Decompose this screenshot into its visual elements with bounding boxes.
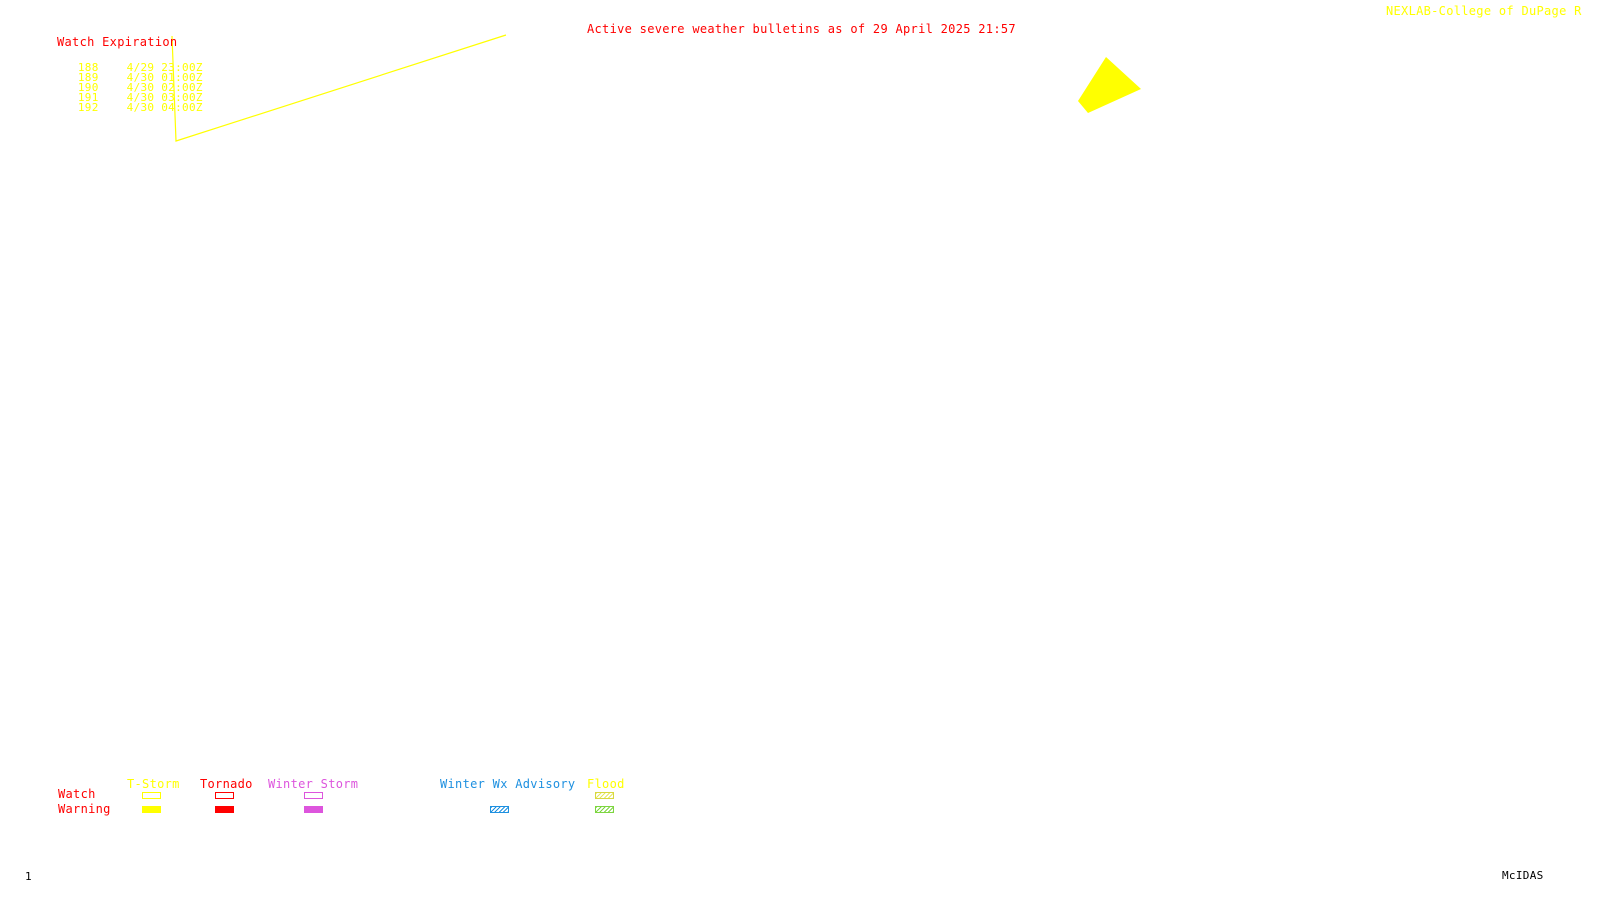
credit-text: NEXLAB-College of DuPage R <box>1386 5 1582 17</box>
tornado-watch-swatch <box>215 792 234 799</box>
watch-row: 189 4/30 01:00Z <box>64 63 203 83</box>
legend-category-winter-storm: Winter Storm <box>268 777 359 791</box>
watch-id: 190 <box>77 81 99 94</box>
watch-row: 188 4/29 23:00Z <box>64 53 203 73</box>
watch-id: 189 <box>77 71 99 84</box>
frame-number: 1 <box>25 870 32 883</box>
watch-id: 188 <box>77 61 99 74</box>
tstorm-warning-swatch <box>142 806 161 813</box>
registered-mark: R <box>1574 4 1582 18</box>
watch-expiration: 4/30 04:00Z <box>126 101 203 114</box>
watch-row: 191 4/30 03:00Z <box>64 83 203 103</box>
legend-category-tornado: Tornado <box>200 777 253 791</box>
legend-category-winter-wx-advisory: Winter Wx Advisory <box>440 777 576 791</box>
winter-storm-warning-swatch <box>304 806 323 813</box>
watch-id: 192 <box>77 101 99 114</box>
watch-expiration: 4/30 01:00Z <box>126 71 203 84</box>
watch-row: 190 4/30 02:00Z <box>64 73 203 93</box>
watch-expiration: 4/30 03:00Z <box>126 91 203 104</box>
tstorm-watch-swatch <box>142 792 161 799</box>
software-label: McIDAS <box>1502 869 1544 882</box>
warning-polygon <box>1078 57 1141 113</box>
winter-wx-advisory-swatch <box>490 806 509 813</box>
tornado-warning-swatch <box>215 806 234 813</box>
flood-warning-swatch <box>595 806 614 813</box>
credit-label: NEXLAB-College of DuPage <box>1386 4 1567 18</box>
watch-expiration: 4/30 02:00Z <box>126 81 203 94</box>
watch-table-heading: Watch Expiration <box>57 35 178 49</box>
watch-expiration: 4/29 23:00Z <box>126 61 203 74</box>
page-title: Active severe weather bulletins as of 29… <box>587 22 1016 36</box>
flood-watch-swatch <box>595 792 614 799</box>
watch-boundary-line <box>171 34 507 142</box>
legend-category-tstorm: T-Storm <box>127 777 180 791</box>
legend-row-watch: Watch <box>58 787 96 801</box>
winter-storm-watch-swatch <box>304 792 323 799</box>
legend-category-flood: Flood <box>587 777 625 791</box>
watch-id: 191 <box>77 91 99 104</box>
watch-row: 192 4/30 04:00Z <box>64 93 203 113</box>
legend-row-warning: Warning <box>58 802 111 816</box>
